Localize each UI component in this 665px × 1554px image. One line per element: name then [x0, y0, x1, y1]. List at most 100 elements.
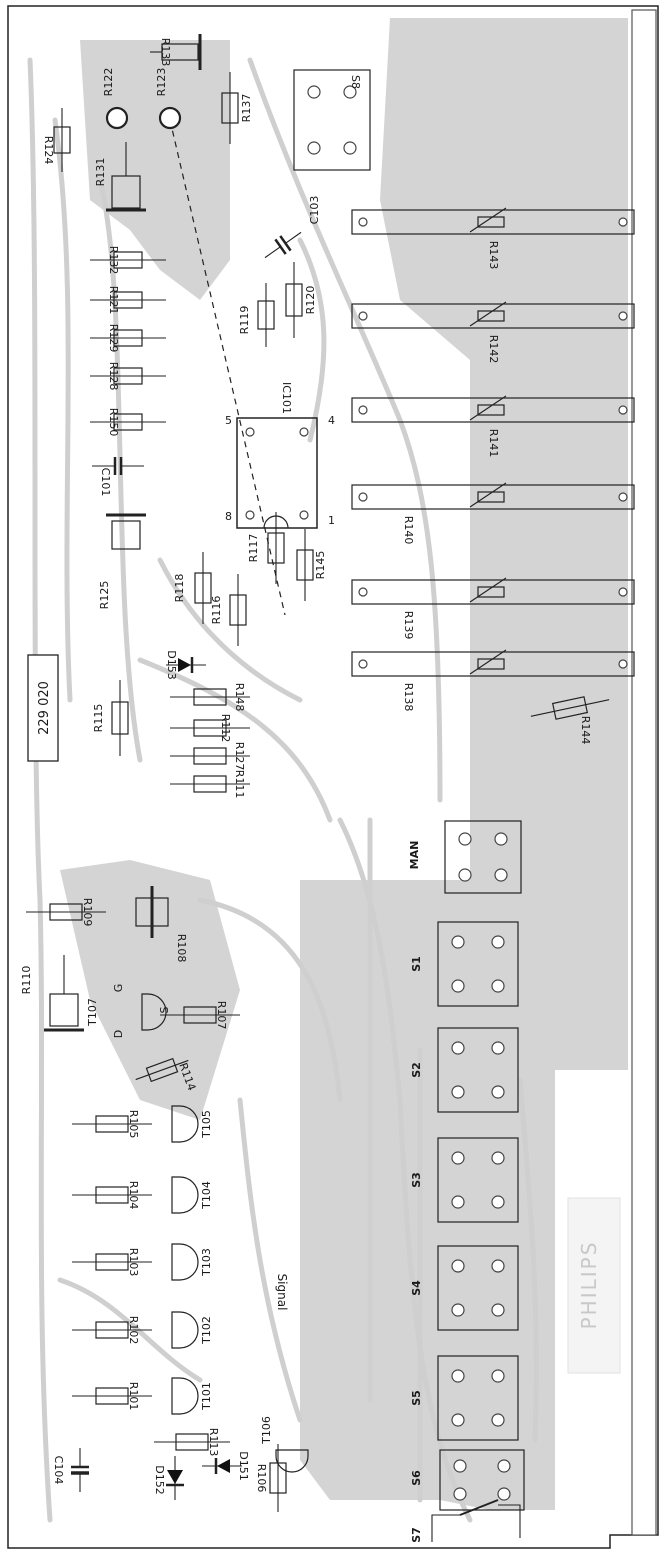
transistor: [171, 1105, 199, 1143]
label-r122: R122: [102, 68, 115, 97]
resistor: [170, 688, 250, 706]
resistor: [530, 696, 610, 720]
transistor: [171, 1176, 199, 1214]
label-r144: R144: [579, 716, 592, 745]
label-r127: R127: [233, 742, 246, 771]
label-r143: R143: [487, 241, 500, 270]
label-ic101: IC101: [280, 382, 293, 414]
resistor: [154, 1433, 230, 1451]
resistor: [53, 108, 71, 172]
label-man: MAN: [408, 841, 421, 870]
resistor: [170, 747, 250, 765]
label-r102: R102: [127, 1316, 140, 1345]
resistor: [26, 903, 106, 921]
switches: [293, 69, 525, 1542]
copper-area-top: [80, 40, 230, 300]
switch-man: [444, 820, 522, 894]
label-r115: R115: [92, 704, 105, 733]
ic-pin-4: 4: [328, 414, 335, 427]
label-t104: T104: [200, 1181, 213, 1210]
trimmer: [135, 886, 169, 938]
label-r124: R124: [42, 136, 55, 165]
label-s6: S6: [410, 1470, 423, 1486]
transistors: [141, 993, 309, 1473]
trimmer: [150, 34, 202, 70]
ic-pin-8: 8: [225, 510, 232, 523]
switch-s6: [439, 1449, 525, 1511]
label-r133: R133: [159, 38, 172, 67]
label-r139: R139: [402, 611, 415, 640]
resistor: [72, 1387, 152, 1405]
diode: [166, 657, 206, 673]
pot-r123: [158, 106, 182, 130]
resistor: [111, 680, 129, 756]
resistor: [229, 574, 247, 646]
label-r106: R106: [255, 1464, 268, 1493]
transistor: [171, 1311, 199, 1349]
resistor: [285, 262, 303, 338]
transistor: [275, 1449, 309, 1473]
resistor: [72, 1186, 152, 1204]
label-r110: R110: [20, 966, 33, 995]
switch-s8: [293, 69, 371, 171]
label-s7: S7: [410, 1527, 423, 1543]
resistor: [267, 512, 285, 584]
diodes: [166, 657, 242, 1500]
label-t105: T105: [200, 1110, 213, 1139]
label-s1: S1: [410, 956, 423, 972]
resistor: [170, 775, 250, 793]
label-r111: R111: [233, 770, 246, 799]
board-number-box: [27, 654, 59, 762]
label-r116: R116: [210, 596, 223, 625]
label-s5: S5: [410, 1390, 423, 1406]
label-r129: R129: [107, 324, 120, 353]
label-t102: T102: [200, 1316, 213, 1345]
trimmer: [106, 142, 146, 212]
label-r104: R104: [127, 1181, 140, 1210]
copper-area-left: [60, 860, 240, 1120]
label-r101: R101: [127, 1382, 140, 1411]
resistor: [90, 251, 166, 269]
trimmers: [44, 34, 202, 1032]
label-r148: R148: [233, 683, 246, 712]
capacitors: [71, 231, 302, 1492]
slider: [351, 207, 635, 235]
capacitor: [264, 231, 302, 259]
label-r137: R137: [240, 94, 253, 123]
resistor: [72, 1253, 152, 1271]
resistor: [90, 329, 166, 347]
board-outline: [7, 5, 659, 1549]
resistor: [90, 367, 166, 385]
t107-pin-g: G: [112, 984, 125, 993]
label-r109: R109: [81, 898, 94, 927]
label-d153: D153: [165, 650, 178, 679]
sliders: [351, 207, 635, 677]
slider: [351, 649, 635, 677]
label-r119: R119: [238, 306, 251, 335]
transistor: [141, 993, 167, 1031]
trimmer: [106, 513, 146, 550]
resistor: [296, 529, 314, 601]
label-r123: R123: [155, 68, 168, 97]
label-d152: D152: [153, 1465, 166, 1494]
label-r120: R120: [304, 286, 317, 315]
resistor: [90, 291, 166, 309]
label-r141: R141: [487, 429, 500, 458]
diode: [166, 1456, 184, 1500]
label-r145: R145: [314, 551, 327, 580]
label-c101: C101: [99, 468, 112, 497]
pot-linkage-dashed: [169, 119, 286, 616]
label-r107: R107: [215, 1001, 228, 1030]
resistor: [72, 1321, 152, 1339]
switch-s2: [437, 1027, 519, 1113]
switch-s3: [437, 1137, 519, 1223]
label-r108: R108: [175, 934, 188, 963]
capacitor: [71, 1448, 89, 1492]
label-r138: R138: [402, 683, 415, 712]
label-r131: R131: [94, 158, 107, 187]
label-r142: R142: [487, 335, 500, 364]
resistor: [72, 1115, 152, 1133]
diode: [202, 1458, 242, 1474]
logo-plate: [567, 1197, 621, 1374]
